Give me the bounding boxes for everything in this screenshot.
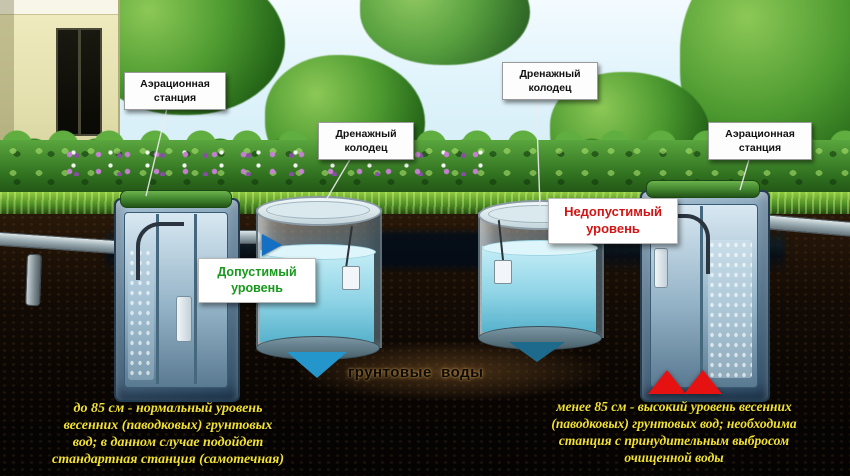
caption-line: станция с принудительным выбросом	[558, 433, 790, 448]
caption-line: стандартная станция (самотечная)	[51, 452, 284, 467]
label-line: Дренажный	[519, 68, 581, 80]
caption-line: менее 85 см - высокий уровень весенних	[556, 399, 792, 414]
float-switch	[342, 266, 360, 290]
well-left-cone	[287, 352, 347, 378]
label-drainage-well-right: Дренажный колодец	[502, 62, 598, 101]
allowed-level-badge: Допустимый уровень	[198, 258, 316, 303]
well-right-cone	[509, 342, 565, 362]
groundwater-label: грунтовые воды	[348, 364, 484, 381]
caption-right: менее 85 см - высокий уровень весенних (…	[500, 398, 848, 466]
label-drainage-well-left: Дренажный колодец	[318, 122, 414, 161]
level-line: Недопустимый	[564, 204, 662, 219]
station-riser-pipe	[654, 248, 668, 288]
station-hose	[136, 222, 184, 280]
caption-line: вод; в данном случае подойдет	[72, 435, 264, 450]
label-line: колодец	[344, 142, 388, 155]
label-line: Аэрационная	[725, 128, 795, 140]
station-riser-pipe	[176, 296, 192, 342]
warning-up-arrow-icon	[648, 370, 686, 394]
station-right-lid	[646, 180, 760, 198]
station-left-lid	[120, 190, 232, 208]
station-divider	[700, 206, 703, 384]
house-roof	[0, 0, 118, 15]
sewer-pipe-branch	[25, 253, 42, 307]
well-left-rim-inner	[266, 201, 370, 219]
label-line: Аэрационная	[140, 78, 210, 90]
caption-line: весенних (паводковых) грунтовых	[63, 418, 273, 433]
label-line: Дренажный	[335, 128, 397, 140]
label-line: колодец	[528, 82, 572, 95]
flowers	[55, 146, 485, 176]
station-hose	[660, 214, 710, 274]
label-line: станция	[738, 142, 782, 155]
aeration-bubbles	[708, 240, 752, 378]
restricted-level-badge: Недопустимый уровень	[548, 198, 678, 244]
well-right-water-surface	[482, 240, 598, 256]
level-line: уровень	[586, 220, 640, 236]
level-line: Допустимый	[217, 265, 297, 279]
label-aeration-station-left: Аэрационная станция	[124, 72, 226, 111]
label-line: станция	[153, 92, 197, 105]
level-line: уровень	[231, 281, 283, 296]
warning-up-arrow-icon	[684, 370, 722, 394]
station-divider	[156, 214, 159, 384]
caption-line: (паводковых) грунтовых вод; необходима	[551, 416, 797, 431]
flow-arrow-icon	[262, 234, 282, 256]
caption-left: до 85 см - нормальный уровень весенних (…	[16, 400, 320, 468]
float-switch	[494, 260, 512, 284]
label-aeration-station-right: Аэрационная станция	[708, 122, 812, 161]
caption-line: очищенной воды	[624, 450, 724, 465]
groundwater-dark-zone	[375, 232, 485, 268]
caption-line: до 85 см - нормальный уровень	[73, 401, 263, 416]
well-right-water	[482, 246, 596, 332]
station-divider	[194, 214, 197, 384]
